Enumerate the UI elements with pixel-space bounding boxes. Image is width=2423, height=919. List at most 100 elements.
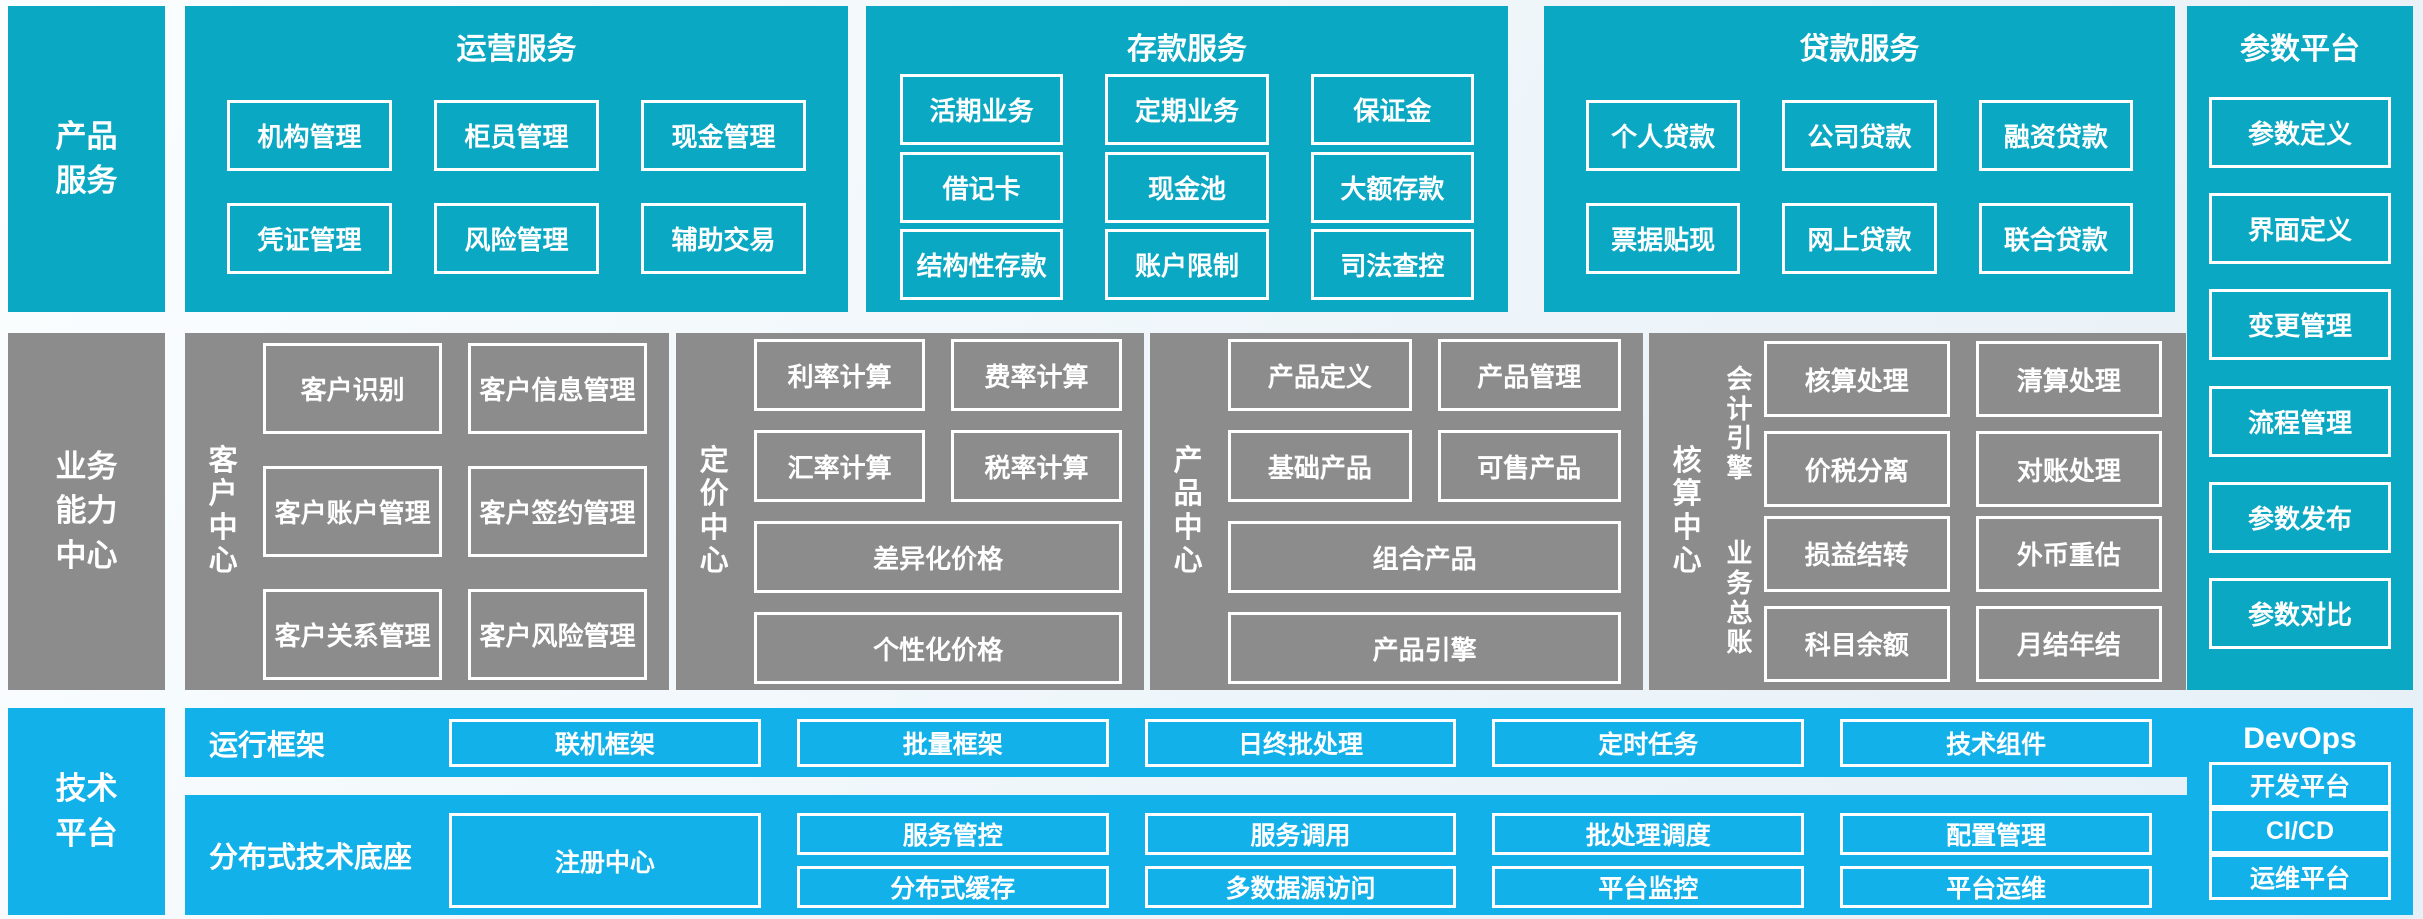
parameter-box: 界面定义 (2209, 193, 2391, 265)
devops-box: CI/CD (2209, 808, 2391, 854)
rail-label: 业务能力中心 (55, 449, 118, 573)
capability-box: 客户风险管理 (468, 589, 647, 680)
runtime-grid: 联机框架 批量框架 日终批处理 定时任务 技术组件 (449, 718, 2152, 767)
capability-box: 客户信息管理 (468, 343, 647, 434)
capability-grid: 利率计算 费率计算 汇率计算 税率计算 差异化价格 个性化价格 (742, 333, 1134, 690)
devops-box: 运维平台 (2209, 854, 2391, 900)
group-label: 会计引擎 (1726, 364, 1753, 483)
accounting-engine-group: 会计引擎 核算处理 清算处理 价税分离 对账处理 (1715, 341, 2162, 508)
distributed-box: 分布式缓存 (796, 866, 1109, 908)
capability-box: 费率计算 (951, 339, 1122, 411)
service-box: 机构管理 (227, 100, 392, 171)
rail-label: 产品服务 (55, 118, 118, 198)
parameter-box: 参数定义 (2209, 97, 2391, 169)
section-title: 运营服务 (456, 33, 577, 66)
section-title: 贷款服务 (1799, 33, 1920, 66)
service-box: 定期业务 (1105, 74, 1269, 146)
section-devops: DevOps 开发平台 CI/CD 运维平台 (2187, 708, 2413, 915)
distributed-box: 平台监控 (1492, 866, 1805, 908)
capability-box-wide: 个性化价格 (754, 612, 1122, 684)
capability-grid: 损益结转 外币重估 科目余额 月结年结 (1763, 515, 2162, 682)
service-grid: 机构管理 柜员管理 现金管理 凭证管理 风险管理 辅助交易 (185, 68, 848, 312)
parameter-box: 变更管理 (2209, 289, 2391, 361)
group-label: 业务总账 (1726, 538, 1753, 658)
parameter-box: 参数发布 (2209, 481, 2391, 553)
capability-box: 清算处理 (1975, 341, 2162, 418)
distributed-box: 平台运维 (1840, 866, 2152, 908)
rail-label: 技术平台 (55, 771, 118, 851)
capability-box: 产品管理 (1437, 339, 1621, 411)
capability-box-wide: 组合产品 (1228, 521, 1621, 593)
service-box: 现金管理 (641, 100, 806, 171)
service-box: 个人贷款 (1586, 100, 1741, 171)
center-label: 核算中心 (1672, 445, 1702, 577)
capability-box: 产品定义 (1228, 339, 1412, 411)
distributed-box: 多数据源访问 (1144, 866, 1457, 908)
center-label: 产品中心 (1173, 445, 1203, 577)
capability-box: 可售产品 (1437, 430, 1621, 502)
capability-box: 外币重估 (1975, 515, 2162, 592)
capability-box: 月结年结 (1975, 605, 2162, 682)
runtime-box: 联机框架 (449, 718, 761, 767)
business-ledger-group: 业务总账 损益结转 外币重估 科目余额 月结年结 (1715, 515, 2162, 682)
center-label: 定价中心 (699, 445, 729, 577)
service-box: 柜员管理 (434, 100, 599, 171)
capability-box-wide: 差异化价格 (754, 521, 1122, 593)
service-box: 大额存款 (1310, 151, 1474, 223)
section-title: DevOps (2243, 722, 2357, 755)
center-label: 客户中心 (208, 445, 238, 577)
service-box: 风险管理 (434, 203, 599, 274)
devops-box: 开发平台 (2209, 762, 2391, 808)
capability-box: 基础产品 (1228, 430, 1412, 502)
capability-box: 科目余额 (1763, 605, 1950, 682)
capability-box: 对账处理 (1975, 431, 2162, 508)
capability-grid: 客户识别 客户信息管理 客户账户管理 客户签约管理 客户关系管理 客户风险管理 (251, 333, 659, 690)
service-box: 公司贷款 (1782, 100, 1937, 171)
service-box: 活期业务 (900, 74, 1064, 146)
capability-box: 价税分离 (1763, 431, 1950, 508)
section-loan-services: 贷款服务 个人贷款 公司贷款 融资贷款 票据贴现 网上贷款 联合贷款 (1544, 6, 2175, 312)
section-operations-services: 运营服务 机构管理 柜员管理 现金管理 凭证管理 风险管理 辅助交易 (185, 6, 848, 312)
band-label: 分布式技术底座 (209, 842, 413, 874)
runtime-box: 批量框架 (796, 718, 1109, 767)
section-pricing-center: 定价中心 利率计算 费率计算 汇率计算 税率计算 差异化价格 个性化价格 (676, 333, 1144, 690)
service-box: 保证金 (1310, 74, 1474, 146)
registry-center-box: 注册中心 (449, 813, 761, 908)
section-title: 参数平台 (2240, 33, 2360, 66)
capability-box: 损益结转 (1763, 515, 1950, 592)
parameter-list: 参数定义 界面定义 变更管理 流程管理 参数发布 参数对比 (2187, 68, 2413, 690)
service-box: 借记卡 (900, 151, 1064, 223)
capability-box: 利率计算 (754, 339, 926, 411)
section-deposit-services: 存款服务 活期业务 定期业务 保证金 借记卡 现金池 大额存款 结构性存款 账户… (866, 6, 1508, 312)
capability-box: 客户识别 (263, 343, 443, 434)
runtime-box: 定时任务 (1492, 718, 1805, 767)
capability-box: 核算处理 (1763, 341, 1950, 418)
distributed-grid: 注册中心 服务管控 服务调用 批处理调度 配置管理 分布式缓存 多数据源访问 平… (449, 813, 2152, 908)
section-accounting-center: 核算中心 会计引擎 核算处理 清算处理 价税分离 对账处理 业务总账 损益结转 … (1649, 333, 2186, 690)
parameter-box: 参数对比 (2209, 577, 2391, 649)
rail-product-services: 产品服务 (8, 6, 165, 312)
rail-business-capability-center: 业务能力中心 (8, 333, 165, 690)
capability-box: 客户账户管理 (263, 466, 443, 557)
runtime-box: 日终批处理 (1144, 718, 1457, 767)
distributed-box: 服务管控 (796, 813, 1109, 855)
band-label: 运行框架 (209, 729, 326, 762)
service-grid: 活期业务 定期业务 保证金 借记卡 现金池 大额存款 结构性存款 账户限制 司法… (866, 68, 1508, 312)
service-box: 融资贷款 (1978, 100, 2133, 171)
capability-grid: 核算处理 清算处理 价税分离 对账处理 (1763, 341, 2162, 508)
service-box: 结构性存款 (900, 228, 1064, 300)
section-product-center: 产品中心 产品定义 产品管理 基础产品 可售产品 组合产品 产品引擎 (1150, 333, 1643, 690)
capability-box: 客户关系管理 (263, 589, 443, 680)
capability-box: 客户签约管理 (468, 466, 647, 557)
parameter-box: 流程管理 (2209, 385, 2391, 457)
service-box: 联合贷款 (1978, 203, 2133, 274)
devops-list: 开发平台 CI/CD 运维平台 (2209, 762, 2391, 900)
service-box: 票据贴现 (1586, 203, 1741, 274)
band-runtime-framework: 运行框架 联机框架 批量框架 日终批处理 定时任务 技术组件 (185, 708, 2190, 777)
distributed-box: 批处理调度 (1492, 813, 1805, 855)
service-box: 账户限制 (1105, 228, 1269, 300)
distributed-box: 服务调用 (1144, 813, 1457, 855)
service-box: 凭证管理 (227, 203, 392, 274)
rail-technology-platform: 技术平台 (8, 708, 165, 915)
